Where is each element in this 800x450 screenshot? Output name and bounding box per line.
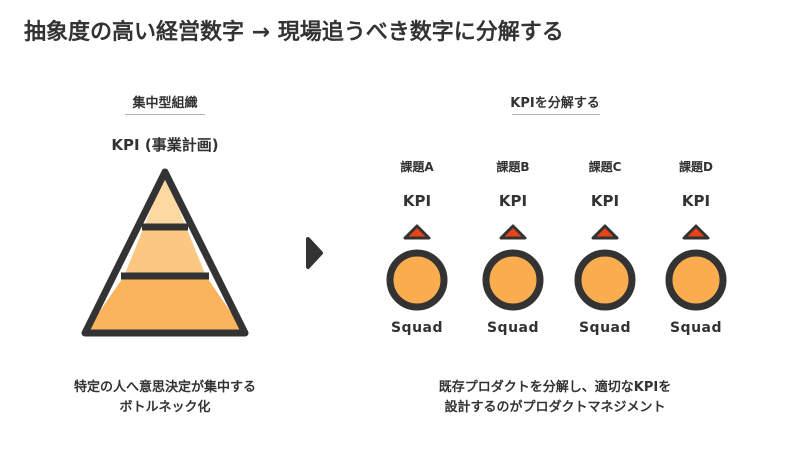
up-triangle-icon bbox=[682, 224, 710, 240]
business-plan-kpi-label: KPI (事業計画) bbox=[111, 136, 219, 154]
squad-circle-icon bbox=[386, 249, 448, 311]
right-caption-line1: 既存プロダクトを分解し、適切なKPIを bbox=[438, 380, 672, 395]
squad-column-d: 課題D KPI Squad bbox=[656, 158, 736, 336]
chevron-right-icon bbox=[306, 237, 323, 269]
kpi-label: KPI bbox=[681, 192, 711, 210]
right-caption: 既存プロダクトを分解し、適切なKPIを 設計するのがプロダクトマネジメント bbox=[390, 378, 720, 418]
squad-label: Squad bbox=[578, 320, 632, 336]
left-heading: 集中型組織 bbox=[132, 96, 198, 111]
pyramid-middle-tier bbox=[124, 227, 206, 276]
kpi-label: KPI bbox=[498, 192, 528, 210]
pyramid-bottom-tier bbox=[85, 276, 245, 333]
squad-column-a: 課題A KPI Squad bbox=[377, 158, 457, 336]
issue-label: 課題D bbox=[679, 160, 713, 174]
squad-circle-icon bbox=[482, 249, 544, 311]
right-heading: KPIを分解する bbox=[510, 96, 600, 111]
issue-label: 課題A bbox=[400, 160, 434, 174]
slide-title: 抽象度の高い経営数字 → 現場追うべき数字に分解する bbox=[24, 20, 564, 45]
up-triangle-icon bbox=[499, 224, 527, 240]
squad-circle-icon bbox=[665, 249, 727, 311]
pyramid-outline bbox=[81, 168, 249, 337]
left-caption-line2: ボトルネック化 bbox=[119, 400, 211, 415]
issue-label: 課題B bbox=[496, 160, 530, 174]
issue-label: 課題C bbox=[588, 160, 622, 174]
up-triangle-icon bbox=[591, 224, 619, 240]
pyramid-top-tier bbox=[144, 172, 186, 227]
squad-label: Squad bbox=[486, 320, 540, 336]
left-heading-divider bbox=[125, 114, 205, 115]
up-triangle-icon bbox=[403, 224, 431, 240]
squad-column-c: 課題C KPI Squad bbox=[565, 158, 645, 336]
left-caption-line1: 特定の人へ意思決定が集中する bbox=[73, 380, 256, 395]
left-caption: 特定の人へ意思決定が集中する ボトルネック化 bbox=[20, 378, 310, 418]
right-caption-line2: 設計するのがプロダクトマネジメント bbox=[444, 400, 666, 415]
right-heading-divider bbox=[512, 114, 600, 115]
squad-label: Squad bbox=[390, 320, 444, 336]
centralized-pyramid bbox=[81, 168, 249, 337]
kpi-label: KPI bbox=[402, 192, 432, 210]
squad-column-b: 課題B KPI Squad bbox=[473, 158, 553, 336]
kpi-label: KPI bbox=[590, 192, 620, 210]
squad-label: Squad bbox=[669, 320, 723, 336]
squad-circle-icon bbox=[574, 249, 636, 311]
